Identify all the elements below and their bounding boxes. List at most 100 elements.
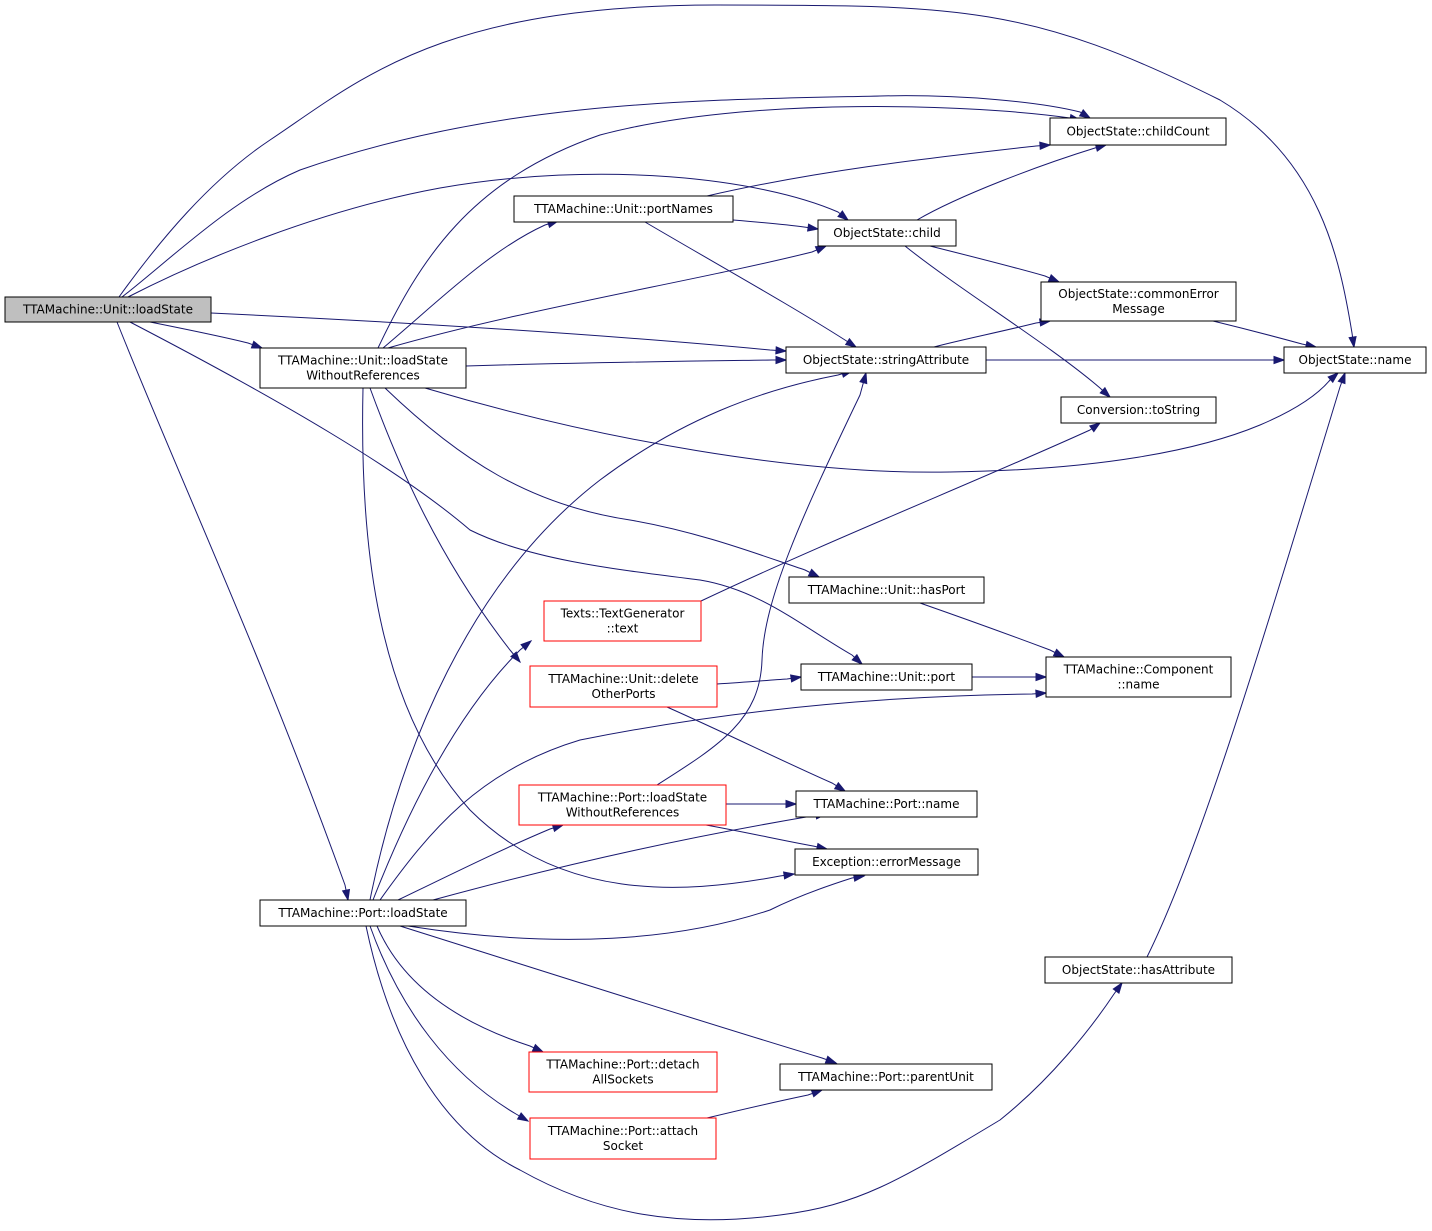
node-osName[interactable]: ObjectState::name bbox=[1283, 346, 1427, 374]
edge-line bbox=[377, 106, 1081, 349]
edge-line bbox=[916, 144, 1107, 221]
node-hasPort[interactable]: TTAMachine::Unit::hasPort bbox=[788, 576, 985, 604]
edge-root-to-portLoad bbox=[116, 321, 351, 902]
node-label: ::name bbox=[1117, 678, 1159, 692]
edge-lswr-to-stringAttribute bbox=[465, 355, 788, 367]
node-box bbox=[1044, 956, 1233, 984]
edge-portLoad-to-detach bbox=[376, 925, 545, 1053]
arrowhead-icon bbox=[520, 640, 533, 651]
edge-root-to-childCount bbox=[121, 95, 1092, 298]
arrowhead-icon bbox=[807, 223, 820, 232]
node-box bbox=[1060, 396, 1217, 424]
node-portLswr[interactable]: TTAMachine::Port::loadStateWithoutRefere… bbox=[518, 784, 727, 826]
edge-line bbox=[407, 875, 865, 940]
edge-portLswr-to-portName bbox=[726, 799, 798, 809]
node-box bbox=[513, 195, 734, 223]
node-root[interactable]: TTAMachine::Unit::loadState bbox=[4, 296, 212, 323]
arrowhead-icon bbox=[775, 346, 788, 355]
node-label: Conversion::toString bbox=[1077, 403, 1200, 417]
edge-child-to-commonError bbox=[929, 245, 1061, 283]
edge-line bbox=[465, 359, 786, 367]
edge-line bbox=[379, 692, 1047, 901]
node-box bbox=[543, 600, 702, 642]
node-parentUnit[interactable]: TTAMachine::Port::parentUnit bbox=[779, 1063, 993, 1091]
arrowhead-icon bbox=[516, 1112, 530, 1122]
node-label: WithoutReferences bbox=[566, 806, 680, 820]
node-errorMessage[interactable]: Exception::errorMessage bbox=[794, 848, 979, 876]
arrowhead-icon bbox=[837, 210, 850, 221]
edge-line bbox=[732, 219, 819, 230]
arrowhead-icon bbox=[1112, 981, 1123, 994]
node-label: TTAMachine::Port::loadState bbox=[277, 906, 447, 920]
node-box bbox=[529, 665, 718, 708]
arrowhead-icon bbox=[531, 1043, 545, 1053]
node-unitPort[interactable]: TTAMachine::Unit::port bbox=[800, 663, 973, 691]
node-textGen[interactable]: Texts::TextGenerator::text bbox=[543, 600, 702, 642]
node-stringAttribute[interactable]: ObjectState::stringAttribute bbox=[785, 346, 987, 374]
arrowhead-icon bbox=[341, 888, 351, 902]
nodes-layer: TTAMachine::Unit::loadStateObjectState::… bbox=[4, 117, 1427, 1160]
node-box bbox=[1283, 346, 1427, 374]
edge-portNames-to-child bbox=[732, 219, 820, 232]
arrowhead-icon bbox=[775, 355, 788, 365]
node-label: ObjectState::hasAttribute bbox=[1062, 963, 1215, 977]
edge-child-to-toString bbox=[904, 245, 1112, 399]
node-childCount[interactable]: ObjectState::childCount bbox=[1049, 117, 1227, 146]
node-label: TTAMachine::Port::loadState bbox=[537, 791, 707, 805]
node-box bbox=[800, 663, 973, 691]
node-label: TTAMachine::Unit::port bbox=[817, 670, 955, 684]
arrowhead-icon bbox=[1327, 372, 1340, 384]
edge-portLswr-to-stringAttribute bbox=[656, 371, 868, 786]
edge-line bbox=[929, 245, 1060, 283]
edge-line bbox=[365, 925, 1123, 1221]
edge-line bbox=[904, 245, 1111, 398]
arrowhead-icon bbox=[1078, 108, 1092, 119]
edge-line bbox=[1212, 320, 1317, 348]
node-portNames[interactable]: TTAMachine::Unit::portNames bbox=[513, 195, 734, 223]
edge-lswr-to-portNames bbox=[382, 220, 560, 349]
edge-commonError-to-osName bbox=[1212, 320, 1318, 349]
edge-portLoad-to-errorMessage bbox=[407, 873, 866, 940]
edge-deleteOther-to-unitPort bbox=[716, 674, 803, 685]
arrowhead-icon bbox=[833, 781, 847, 792]
edge-line bbox=[424, 372, 1339, 473]
node-toString[interactable]: Conversion::toString bbox=[1060, 396, 1217, 424]
arrowhead-icon bbox=[783, 871, 796, 880]
node-compName[interactable]: TTAMachine::Component::name bbox=[1045, 656, 1232, 698]
node-box bbox=[259, 899, 467, 927]
arrowhead-icon bbox=[250, 340, 264, 349]
edge-line bbox=[372, 640, 532, 901]
node-box bbox=[788, 576, 985, 604]
edge-child-to-childCount bbox=[916, 143, 1108, 221]
arrowhead-icon bbox=[824, 1055, 838, 1064]
edge-lswr-to-child bbox=[387, 245, 828, 349]
node-box bbox=[529, 1117, 717, 1160]
edge-line bbox=[129, 321, 863, 665]
node-label: OtherPorts bbox=[591, 687, 655, 701]
edge-root-to-unitPort bbox=[129, 321, 864, 666]
node-box bbox=[1049, 117, 1227, 146]
node-box bbox=[4, 296, 212, 323]
arrowhead-icon bbox=[1273, 355, 1286, 365]
node-label: ::text bbox=[607, 622, 639, 636]
node-label: Exception::errorMessage bbox=[812, 855, 961, 869]
arrowhead-icon bbox=[551, 824, 565, 833]
node-box bbox=[795, 790, 978, 818]
node-label: Message bbox=[1112, 302, 1165, 316]
edge-line bbox=[210, 312, 787, 352]
node-box bbox=[259, 347, 467, 389]
edge-lswr-to-childCount bbox=[377, 106, 1082, 349]
arrowhead-icon bbox=[510, 651, 521, 664]
node-child[interactable]: ObjectState::child bbox=[817, 219, 957, 247]
node-lswr[interactable]: TTAMachine::Unit::loadStateWithoutRefere… bbox=[259, 347, 467, 389]
node-box bbox=[528, 1051, 718, 1093]
node-hasAttribute[interactable]: ObjectState::hasAttribute bbox=[1044, 956, 1233, 984]
node-portLoad[interactable]: TTAMachine::Port::loadState bbox=[259, 899, 467, 927]
arrowhead-icon bbox=[790, 674, 803, 683]
node-portName[interactable]: TTAMachine::Port::name bbox=[795, 790, 978, 818]
arrowhead-icon bbox=[851, 653, 864, 666]
